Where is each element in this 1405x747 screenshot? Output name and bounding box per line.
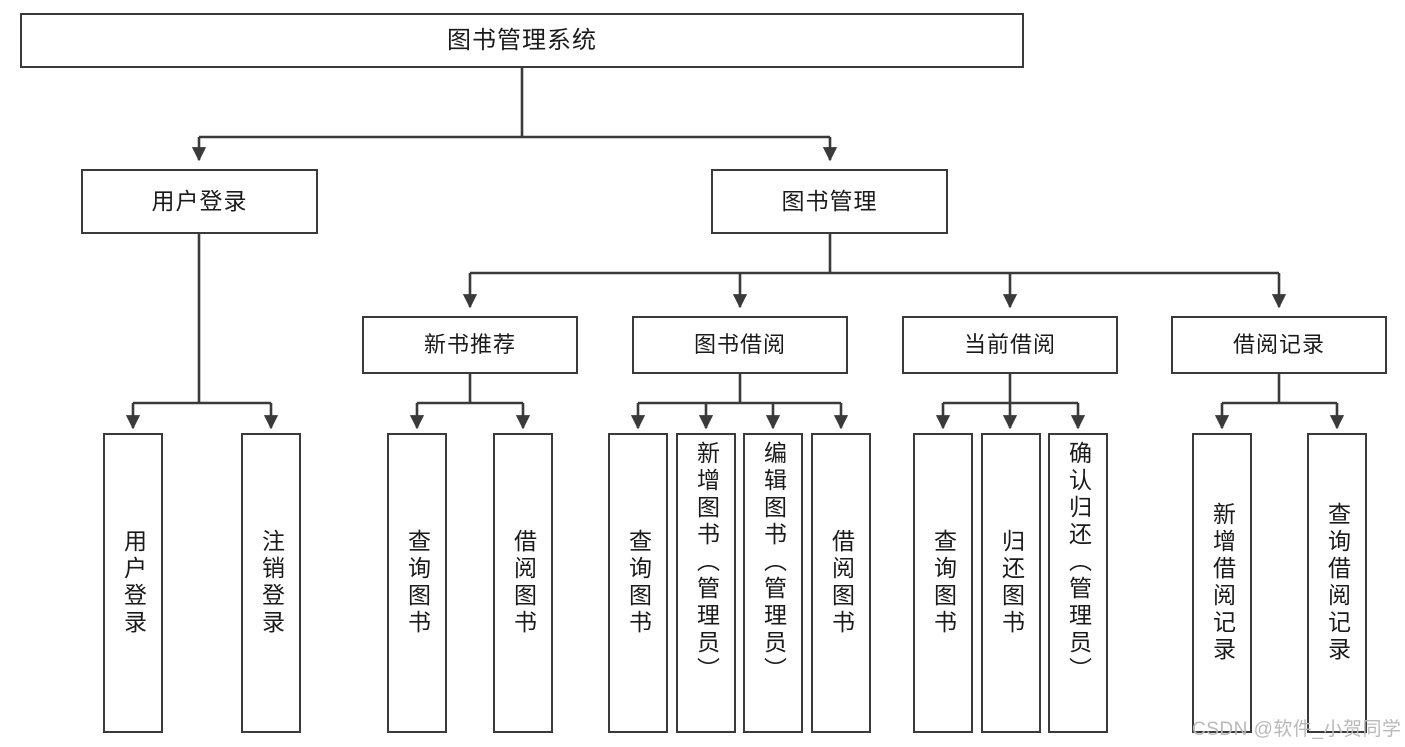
node-new-book-recommend[interactable]: 新书推荐: [362, 316, 578, 374]
node-label: 编辑图书（管理员）: [760, 441, 787, 684]
node-label: 图书管理: [781, 188, 878, 215]
node-label: 借阅记录: [1232, 332, 1325, 358]
node-label: 图书借阅: [693, 332, 786, 358]
node-book-borrow[interactable]: 图书借阅: [632, 316, 848, 374]
node-leaf-borrow-book-2[interactable]: 借阅图书: [811, 433, 871, 733]
node-label: 查询图书: [404, 529, 431, 637]
node-label: 查询借阅记录: [1324, 502, 1351, 664]
node-leaf-query-book-2[interactable]: 查询图书: [608, 433, 668, 733]
node-label: 查询图书: [930, 529, 957, 637]
node-label: 用户登录: [151, 188, 248, 215]
node-label: 图书管理系统: [447, 26, 597, 54]
node-leaf-add-record[interactable]: 新增借阅记录: [1192, 433, 1252, 733]
node-leaf-borrow-book-1[interactable]: 借阅图书: [493, 433, 553, 733]
node-leaf-edit-book[interactable]: 编辑图书（管理员）: [743, 433, 803, 733]
node-leaf-confirm-return[interactable]: 确认归还（管理员）: [1048, 433, 1108, 733]
watermark: CSDN @软件_小贺同学: [1192, 719, 1402, 740]
node-label: 查询图书: [625, 529, 652, 637]
node-label: 新书推荐: [423, 332, 516, 358]
node-label: 用户登录: [120, 529, 147, 637]
node-leaf-user-login[interactable]: 用户登录: [103, 433, 163, 733]
node-label: 归还图书: [998, 529, 1025, 637]
node-leaf-return-book[interactable]: 归还图书: [981, 433, 1041, 733]
node-label: 新增图书（管理员）: [693, 441, 720, 684]
node-leaf-query-book-3[interactable]: 查询图书: [913, 433, 973, 733]
node-borrow-record[interactable]: 借阅记录: [1171, 316, 1387, 374]
node-book-management[interactable]: 图书管理: [711, 169, 948, 234]
node-current-borrow[interactable]: 当前借阅: [902, 316, 1118, 374]
node-leaf-query-book-1[interactable]: 查询图书: [387, 433, 447, 733]
node-root-book-management-system[interactable]: 图书管理系统: [20, 13, 1024, 68]
node-label: 借阅图书: [828, 529, 855, 637]
node-label: 新增借阅记录: [1209, 502, 1236, 664]
node-user-login[interactable]: 用户登录: [81, 169, 318, 234]
node-label: 借阅图书: [510, 529, 537, 637]
node-label: 确认归还（管理员）: [1065, 441, 1092, 684]
node-leaf-add-book[interactable]: 新增图书（管理员）: [676, 433, 736, 733]
node-leaf-query-record[interactable]: 查询借阅记录: [1307, 433, 1367, 733]
node-leaf-logout-login[interactable]: 注销登录: [241, 433, 301, 733]
node-label: 注销登录: [258, 529, 285, 637]
node-label: 当前借阅: [963, 332, 1056, 358]
